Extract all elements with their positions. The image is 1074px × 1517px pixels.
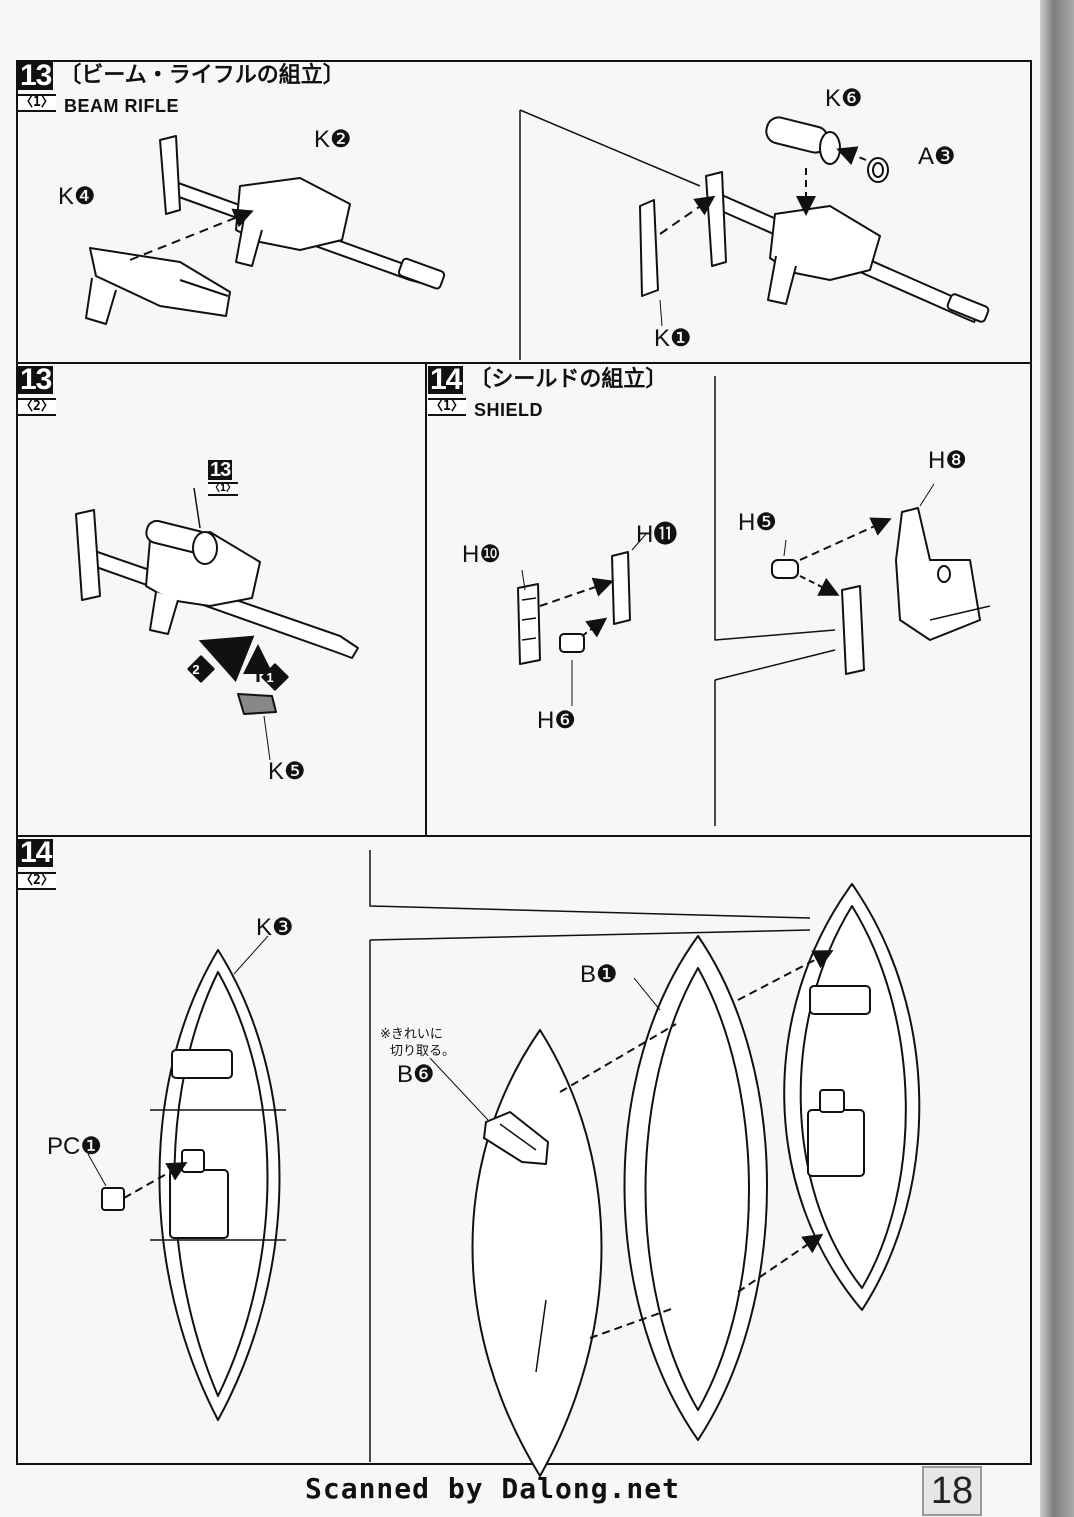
label-h5: H❺ xyxy=(738,509,777,536)
page-frame xyxy=(16,60,1032,1465)
label-a3: A❸ xyxy=(918,143,956,170)
step-title-jp: 〔シールドの組立〕 xyxy=(469,367,668,392)
scanner-credit: Scanned by Dalong.net xyxy=(305,1472,681,1505)
rifle-assembled xyxy=(705,171,990,323)
shield-back-part-k3 xyxy=(150,949,286,1421)
step-sub: 〈2〉 xyxy=(18,872,56,890)
page-number: 18 xyxy=(922,1466,982,1516)
note-line-1: ※きれいに xyxy=(380,1027,443,1042)
shield-front-plate xyxy=(471,1029,603,1477)
part-h11 xyxy=(611,551,631,625)
part-h10 xyxy=(517,583,541,665)
label-h8: H❽ xyxy=(928,447,967,474)
divider-row1 xyxy=(16,362,1032,364)
stock-part-k1 xyxy=(639,199,659,297)
order-marker-2: 2 xyxy=(192,662,199,677)
label-h6: H❻ xyxy=(537,707,576,734)
note-line-2: 切り取る。 xyxy=(390,1044,456,1059)
label-k3: K❸ xyxy=(256,914,294,941)
step-title-jp: 〔ビーム・ライフルの組立〕 xyxy=(59,63,345,88)
step-13-1-header: 13 〔ビーム・ライフルの組立〕 xyxy=(18,59,345,92)
step-14-1-header: 14 〔シールドの組立〕 xyxy=(428,363,668,396)
divider-col xyxy=(425,362,427,837)
cut-cleanly-note: ※きれいに 切り取る。 xyxy=(380,1026,455,1060)
step-number: 13 xyxy=(18,59,54,92)
ref-number: 13 xyxy=(208,459,233,481)
part-h6 xyxy=(559,633,585,653)
step-sub: 〈2〉 xyxy=(18,398,56,416)
divider-row2 xyxy=(16,835,1032,837)
label-k2: K❷ xyxy=(314,126,352,153)
scope-part-k6 xyxy=(765,116,841,165)
step-number: 14 xyxy=(428,363,464,396)
label-k5: K❺ xyxy=(268,758,306,785)
part-k5 xyxy=(237,693,277,715)
label-k1: K❶ xyxy=(654,325,692,352)
rifle-barrel-part-k2 xyxy=(159,135,446,290)
label-b1: B❶ xyxy=(580,961,618,988)
order-marker-1: 1 xyxy=(266,670,273,685)
label-b6: B❻ xyxy=(397,1061,435,1088)
rifle-grip-part-k4 xyxy=(85,247,231,325)
scan-edge xyxy=(1040,0,1074,1517)
rifle-assembled-with-scope xyxy=(75,487,359,659)
poly-cap-pc1 xyxy=(101,1187,125,1211)
step-14-2-header: 14 xyxy=(18,836,54,869)
label-pc1: PC❶ xyxy=(47,1133,102,1160)
label-k4: K❹ xyxy=(58,183,96,210)
step-number: 13 xyxy=(18,363,54,396)
part-h8 xyxy=(895,507,991,641)
step-title-en: BEAM RIFLE xyxy=(64,96,179,116)
label-h10: H❿ xyxy=(462,541,501,568)
shield-assembled xyxy=(783,883,921,1311)
part-h5 xyxy=(771,559,799,579)
part-h7 xyxy=(841,585,865,675)
lens-part-a3 xyxy=(867,157,889,183)
ref-sub: 〈1〉 xyxy=(208,482,239,496)
step-13-2-header: 13 xyxy=(18,363,54,396)
ref-badge: 13 xyxy=(208,459,233,481)
step-sub: 〈1〉 xyxy=(428,398,466,416)
label-k6: K❻ xyxy=(825,85,863,112)
shield-frame-part-b1 xyxy=(623,935,768,1441)
step-sub: 〈1〉 xyxy=(18,94,56,112)
step-title-en: SHIELD xyxy=(474,400,544,420)
label-h11: H⓫ xyxy=(636,521,678,548)
step-number: 14 xyxy=(18,836,54,869)
